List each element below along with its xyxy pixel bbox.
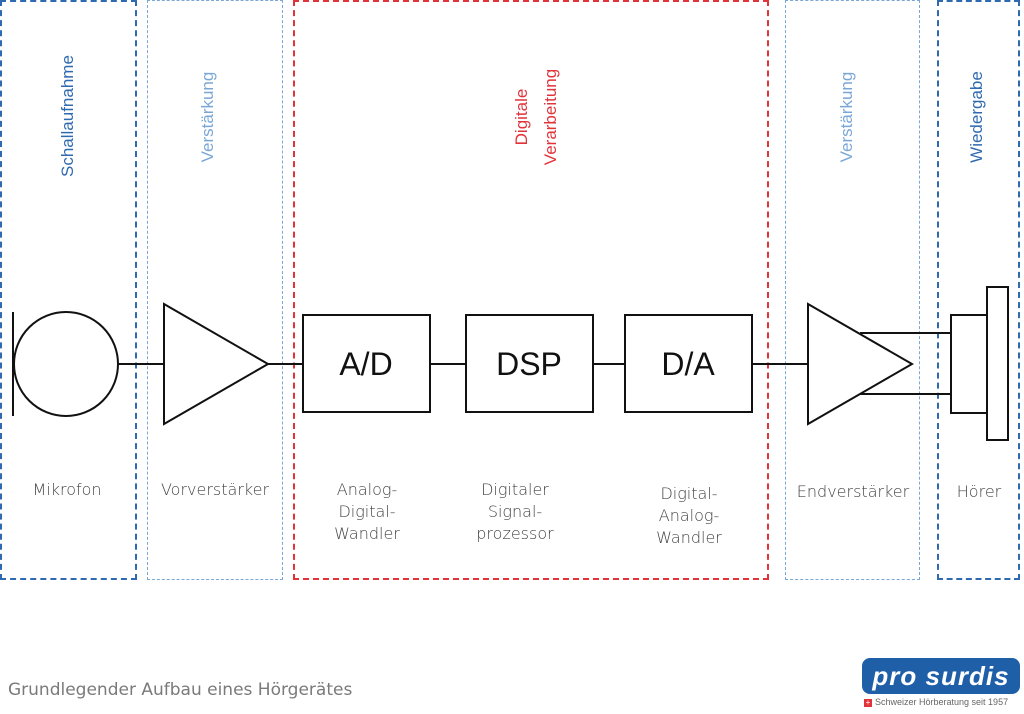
label-ad-wandler: Analog- Digital- Wandler [334,480,400,543]
stage-verstaerkung-1 [147,0,283,580]
label-da-wandler: Digital- Analog- Wandler [656,484,722,547]
stage-digitale-verarbeitung [293,0,769,580]
ad-block-label: A/D [339,346,392,382]
label-hoerer: Hörer [956,482,1002,501]
preamp-triangle-icon [163,302,271,426]
microphone-icon [13,311,119,417]
da-block-label: D/A [661,346,715,382]
label-endverstaerker: Endverstärker [796,482,910,501]
pro-surdis-logo: pro surdis [862,658,1020,694]
receiver-diaphragm-icon [986,286,1009,441]
logo-tagline: +Schweizer Hörberatung seit 1957 [864,697,1009,707]
endamp-triangle-icon [807,302,915,426]
stage-verstaerkung-2 [785,0,920,580]
dsp-block-label: DSP [496,346,562,382]
stage-schallaufnahme [0,0,137,580]
stage-wiedergabe [937,0,1020,580]
label-mikrofon: Mikrofon [32,480,102,499]
swiss-flag-icon: + [864,697,872,707]
receiver-body-icon [950,314,988,414]
label-vorverstaerker: Vorverstärker [160,480,270,499]
figure-caption: Grundlegender Aufbau eines Hörgerätes [8,680,353,700]
label-dsp: Digitaler Signal- prozessor [476,480,554,543]
